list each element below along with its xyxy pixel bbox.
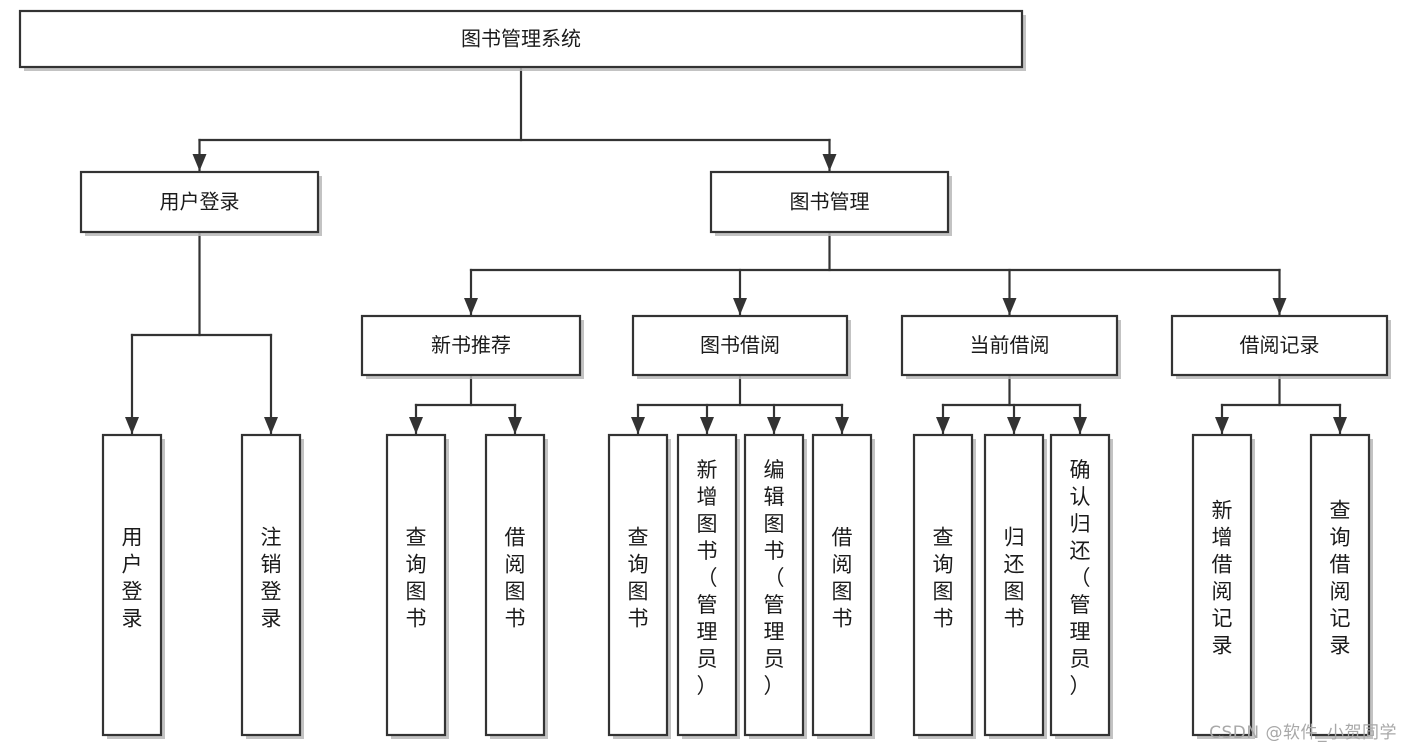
arrow-head	[822, 154, 837, 171]
node-label: 查询图书	[406, 526, 427, 631]
flow-edge-current-borrow-to-leaves	[936, 373, 1087, 436]
node-label: 新书推荐	[431, 333, 511, 357]
flow-node-borrow-record[interactable]: 借阅记录	[1170, 314, 1391, 379]
node-label: 借阅图书	[505, 526, 526, 631]
node-label: 新增借阅记录	[1212, 499, 1233, 658]
node-box	[811, 433, 873, 737]
flow-node-leaf-query-book-3[interactable]: 查询图书	[912, 433, 976, 739]
flow-node-leaf-add-record[interactable]: 新增借阅记录	[1191, 433, 1255, 739]
node-label: 图书管理系统	[461, 27, 581, 51]
arrow-head	[1215, 417, 1229, 434]
arrow-head	[1073, 417, 1087, 434]
edges-layer	[125, 65, 1347, 436]
node-box	[676, 433, 738, 737]
node-label: 图书借阅	[700, 333, 780, 357]
node-box	[743, 433, 805, 737]
flow-node-leaf-logout[interactable]: 注销登录	[240, 433, 304, 739]
node-label: 用户登录	[160, 190, 240, 214]
node-box	[1170, 314, 1389, 377]
node-box	[240, 433, 302, 737]
arrow-head	[1333, 417, 1347, 434]
node-label: 归还图书	[1004, 526, 1025, 631]
flow-edge-new-book-rec-to-leaves	[409, 373, 522, 436]
flow-node-leaf-add-book[interactable]: 新增图书（管理员）	[676, 433, 740, 739]
node-label: 新增图书（管理员）	[697, 458, 718, 698]
arrow-head	[700, 417, 714, 434]
flow-node-root[interactable]: 图书管理系统	[18, 9, 1026, 71]
arrow-head	[192, 154, 207, 171]
node-box	[983, 433, 1045, 737]
node-label: 借阅图书	[832, 526, 853, 631]
node-label: 注销登录	[261, 526, 282, 631]
flow-edge-user-login-to-leaves	[125, 230, 278, 436]
node-box	[79, 170, 320, 234]
flow-node-leaf-user-login[interactable]: 用户登录	[101, 433, 165, 739]
flow-node-leaf-borrow-book-2[interactable]: 借阅图书	[811, 433, 875, 739]
flow-node-current-borrow[interactable]: 当前借阅	[900, 314, 1121, 379]
flow-node-leaf-edit-book[interactable]: 编辑图书（管理员）	[743, 433, 807, 739]
watermark-label: CSDN @软件_小贺同学	[1209, 723, 1397, 743]
nodes-layer: 图书管理系统用户登录图书管理新书推荐图书借阅当前借阅借阅记录用户登录注销登录查询…	[18, 9, 1391, 739]
flow-edge-borrow-record-to-leaves	[1215, 373, 1347, 436]
node-box	[484, 433, 546, 737]
arrow-head	[1002, 298, 1017, 315]
node-label: 编辑图书（管理员）	[764, 458, 785, 698]
node-box	[1309, 433, 1371, 737]
arrow-head	[767, 417, 781, 434]
node-label: 查询图书	[628, 526, 649, 631]
node-box	[101, 433, 163, 737]
node-label: 借阅记录	[1240, 333, 1320, 357]
arrow-head	[464, 298, 478, 315]
arrow-head	[631, 417, 645, 434]
flow-node-book-borrow[interactable]: 图书借阅	[631, 314, 851, 379]
node-box	[360, 314, 582, 377]
node-label: 查询借阅记录	[1330, 499, 1351, 658]
node-label: 当前借阅	[970, 333, 1050, 357]
flow-node-leaf-query-book-1[interactable]: 查询图书	[385, 433, 449, 739]
flow-node-leaf-query-book-2[interactable]: 查询图书	[607, 433, 671, 739]
arrow-head	[1272, 298, 1287, 315]
node-label: 用户登录	[122, 526, 143, 631]
flow-edge-book-manage-to-level3	[464, 230, 1287, 317]
node-box	[631, 314, 849, 377]
flow-node-leaf-confirm-return[interactable]: 确认归还（管理员）	[1049, 433, 1113, 739]
arrow-head	[409, 417, 423, 434]
node-box	[607, 433, 669, 737]
arrow-head	[1007, 417, 1021, 434]
flow-edge-book-borrow-to-leaves	[631, 373, 849, 436]
node-label: 查询图书	[933, 526, 954, 631]
node-label: 图书管理	[790, 190, 870, 214]
node-box	[1049, 433, 1111, 737]
flow-node-leaf-borrow-book-1[interactable]: 借阅图书	[484, 433, 548, 739]
arrow-head	[264, 417, 278, 434]
node-box	[912, 433, 974, 737]
node-box	[385, 433, 447, 737]
flow-node-book-manage[interactable]: 图书管理	[709, 170, 952, 236]
arrow-head	[733, 298, 747, 315]
arrow-head	[125, 417, 139, 434]
flow-node-leaf-query-record[interactable]: 查询借阅记录	[1309, 433, 1373, 739]
flow-node-user-login[interactable]: 用户登录	[79, 170, 322, 236]
node-box	[900, 314, 1119, 377]
node-box	[18, 9, 1024, 69]
node-box	[709, 170, 950, 234]
arrow-head	[936, 417, 950, 434]
flow-node-new-book-rec[interactable]: 新书推荐	[360, 314, 584, 379]
flow-node-leaf-return-book[interactable]: 归还图书	[983, 433, 1047, 739]
arrow-head	[508, 417, 522, 434]
flow-edge-root-to-level2	[192, 65, 837, 173]
node-label: 确认归还（管理员）	[1070, 458, 1091, 698]
node-box	[1191, 433, 1253, 737]
arrow-head	[835, 417, 849, 434]
